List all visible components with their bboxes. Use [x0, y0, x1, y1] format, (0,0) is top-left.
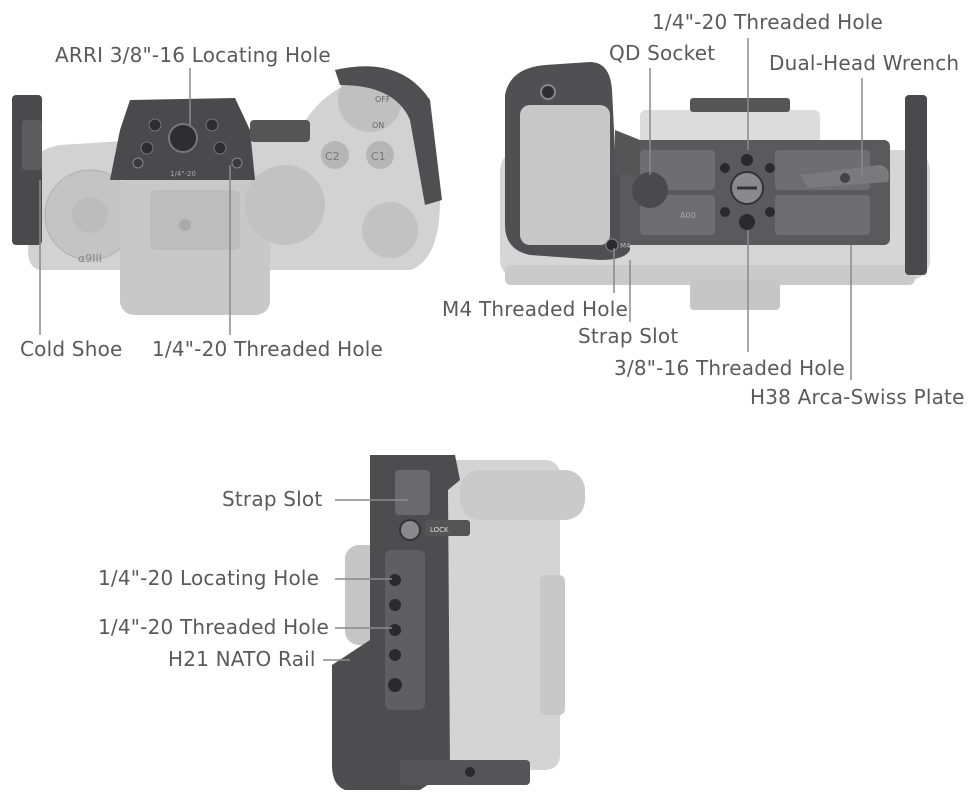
nato-rail-label: H21 NATO Rail	[168, 647, 316, 671]
top-threaded-hole-label: 1/4"-20 Threaded Hole	[152, 337, 384, 361]
off-mark: OFF	[375, 95, 391, 104]
three-eighths-threaded-hole-label: 3/8"-16 Threaded Hole	[614, 356, 846, 380]
side-locating-hole-label: 1/4"-20 Locating Hole	[98, 566, 320, 590]
dual-head-wrench-label: Dual-Head Wrench	[769, 51, 960, 75]
arri-locating-hole-label: ARRI 3/8"-16 Locating Hole	[55, 43, 331, 67]
bottom-threaded-hole-label: 1/4"-20 Threaded Hole	[652, 10, 884, 34]
side-threaded-hole-label: 1/4"-20 Threaded Hole	[98, 615, 330, 639]
top-plate-mark: 1/4"-20	[170, 170, 196, 178]
arca-plate-label: H38 Arca-Swiss Plate	[750, 385, 965, 409]
side-view-drawing: LOCK	[323, 455, 585, 790]
bottom-view-drawing: A00 M4	[500, 38, 930, 380]
base-plate-mark: A00	[680, 211, 696, 220]
lock-mark: LOCK	[430, 526, 449, 534]
bottom-strap-slot-label: Strap Slot	[578, 324, 679, 348]
top-view-drawing: C2 C1 OFF ON α9III 1/4"-20	[12, 66, 442, 335]
model-mark: α9III	[78, 252, 102, 265]
m4-mark: M4	[620, 242, 631, 250]
m4-threaded-hole-label: M4 Threaded Hole	[442, 297, 628, 321]
side-strap-slot-label: Strap Slot	[222, 487, 323, 511]
c2-mark: C2	[325, 150, 340, 163]
c1-mark: C1	[371, 150, 386, 163]
on-mark: ON	[372, 121, 384, 130]
qd-socket-label: QD Socket	[609, 41, 716, 65]
cold-shoe-label: Cold Shoe	[20, 337, 123, 361]
